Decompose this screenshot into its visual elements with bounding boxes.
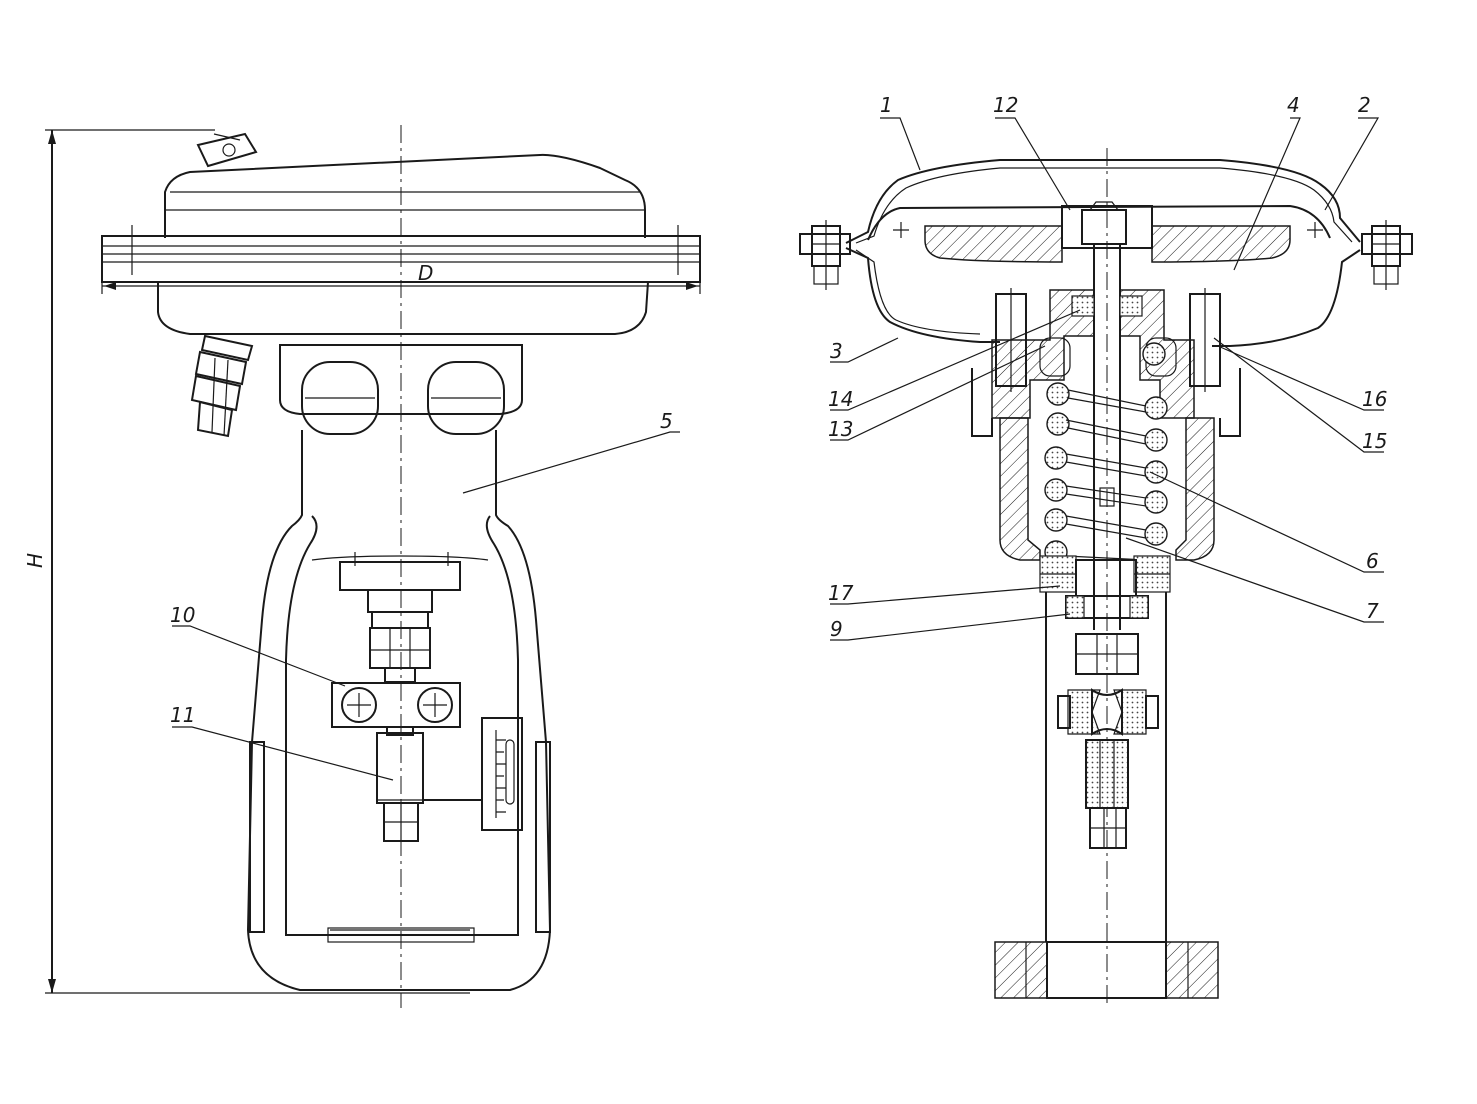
part-label-14: 14 xyxy=(828,387,853,411)
part-label-1: 1 xyxy=(880,93,893,117)
part-label-16: 16 xyxy=(1362,387,1387,411)
part-label-12: 12 xyxy=(993,93,1018,117)
diaphragm-plate xyxy=(924,201,1291,263)
part-label-4: 4 xyxy=(1287,93,1300,117)
part-label-11: 11 xyxy=(170,703,195,727)
part-label-2: 2 xyxy=(1358,93,1371,117)
height-dimension-label: H xyxy=(23,553,47,568)
bolt-hole-marks xyxy=(893,222,1323,238)
part-label-6: 6 xyxy=(1366,549,1379,573)
part-label-17: 17 xyxy=(828,581,854,605)
general-view: H D xyxy=(23,125,701,1008)
part-label-9: 9 xyxy=(830,617,843,641)
upper-cover xyxy=(845,159,1361,244)
section-view: 1 12 4 2 3 14 13 16 15 6 7 17 9 xyxy=(799,93,1413,1008)
flange-bolt-left xyxy=(799,220,851,290)
section-view-leaders xyxy=(830,117,1384,641)
stem-assembly xyxy=(331,552,523,842)
part-label-15: 15 xyxy=(1362,429,1387,453)
diaphragm-housing: D xyxy=(101,153,701,335)
general-view-leaders xyxy=(172,431,680,781)
flange-bolt-right xyxy=(1361,220,1413,290)
plug-connector xyxy=(1085,739,1129,849)
height-dimension: H xyxy=(23,129,470,994)
part-label-7: 7 xyxy=(1366,599,1379,623)
stem-nut xyxy=(1075,633,1139,675)
spring-housing xyxy=(971,368,1241,561)
part-label-5: 5 xyxy=(660,409,673,433)
side-air-connection xyxy=(190,334,254,438)
yoke-column xyxy=(1045,592,1167,942)
top-air-fitting xyxy=(196,132,258,168)
lower-seat xyxy=(1039,555,1171,619)
yoke-neck xyxy=(279,344,523,435)
diameter-dimension-label: D xyxy=(418,261,433,285)
part-label-3: 3 xyxy=(830,339,843,363)
stem-coupling xyxy=(1057,688,1159,736)
guide-bonnet xyxy=(991,288,1221,419)
base-flange xyxy=(994,941,1219,999)
part-label-10: 10 xyxy=(170,603,195,627)
lower-cover xyxy=(845,247,1361,347)
part-label-13: 13 xyxy=(828,417,853,441)
yoke-body xyxy=(246,430,552,991)
